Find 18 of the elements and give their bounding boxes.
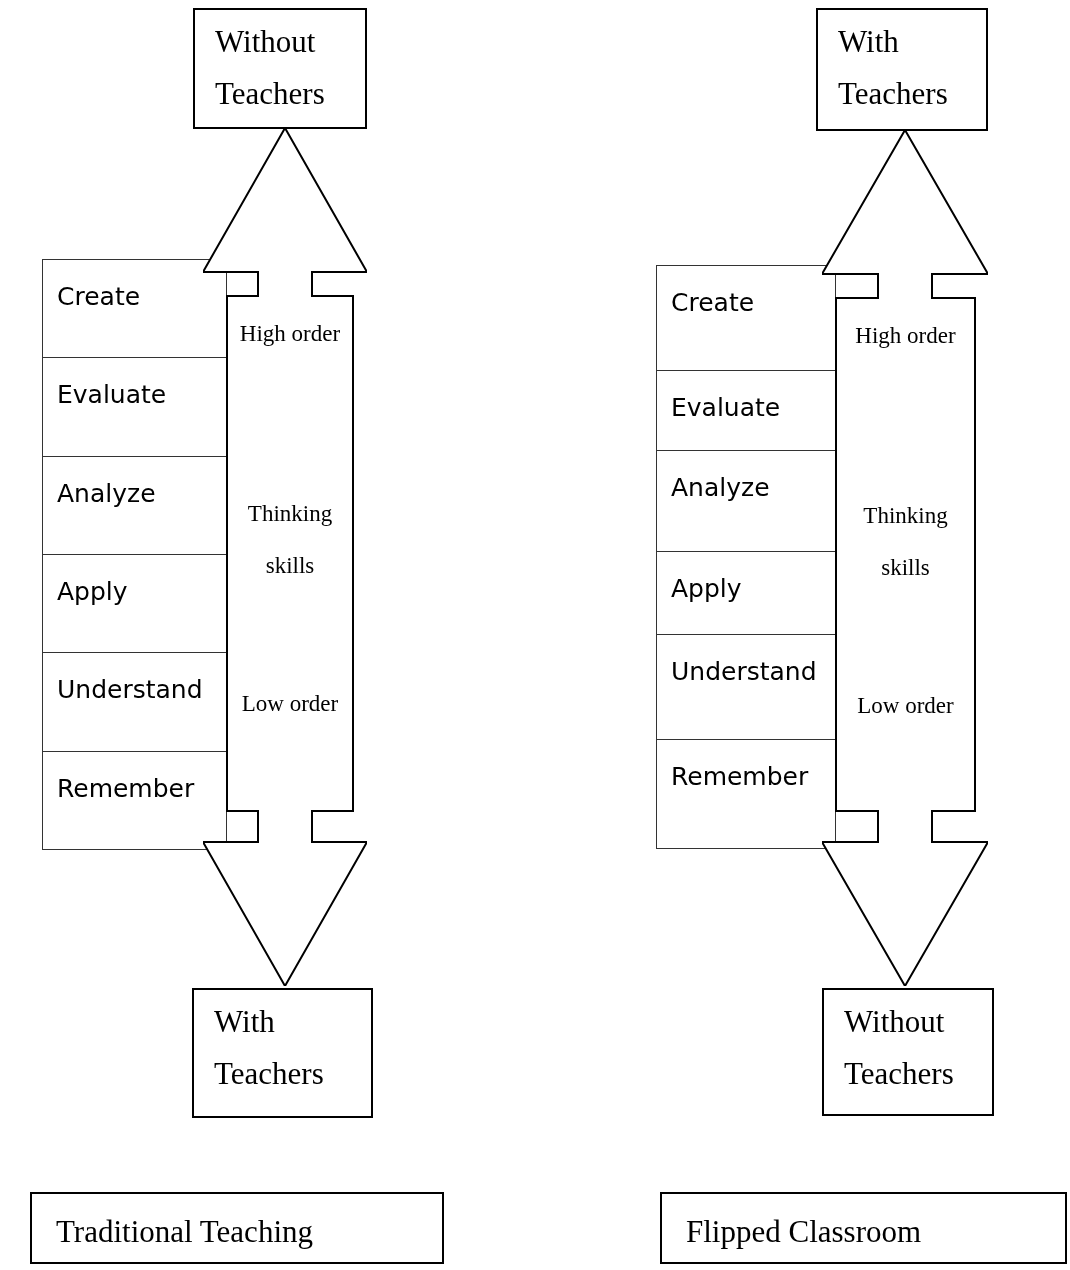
teacher-role-box: Without Teachers [822, 988, 994, 1116]
double-headed-arrow [822, 130, 988, 986]
caption-box: Flipped Classroom [660, 1192, 1067, 1264]
taxonomy-level-cell: Remember [656, 739, 836, 849]
axis-title: Thinking skills [246, 500, 334, 580]
scale-label: High order [238, 320, 342, 348]
taxonomy-level-cell: Create [42, 259, 227, 358]
double-headed-arrow [203, 128, 367, 986]
scale-label: Low order [240, 690, 340, 718]
teacher-role-box: Without Teachers [193, 8, 367, 129]
teacher-role-box: With Teachers [816, 8, 988, 131]
teacher-role-box: With Teachers [192, 988, 373, 1118]
scale-label: High order [854, 322, 957, 350]
taxonomy-level-cell: Remember [42, 751, 227, 850]
caption-box: Traditional Teaching [30, 1192, 444, 1264]
taxonomy-level-cell: Create [656, 265, 836, 371]
scale-label: Low order [856, 692, 955, 720]
axis-title: Thinking skills [862, 502, 949, 582]
